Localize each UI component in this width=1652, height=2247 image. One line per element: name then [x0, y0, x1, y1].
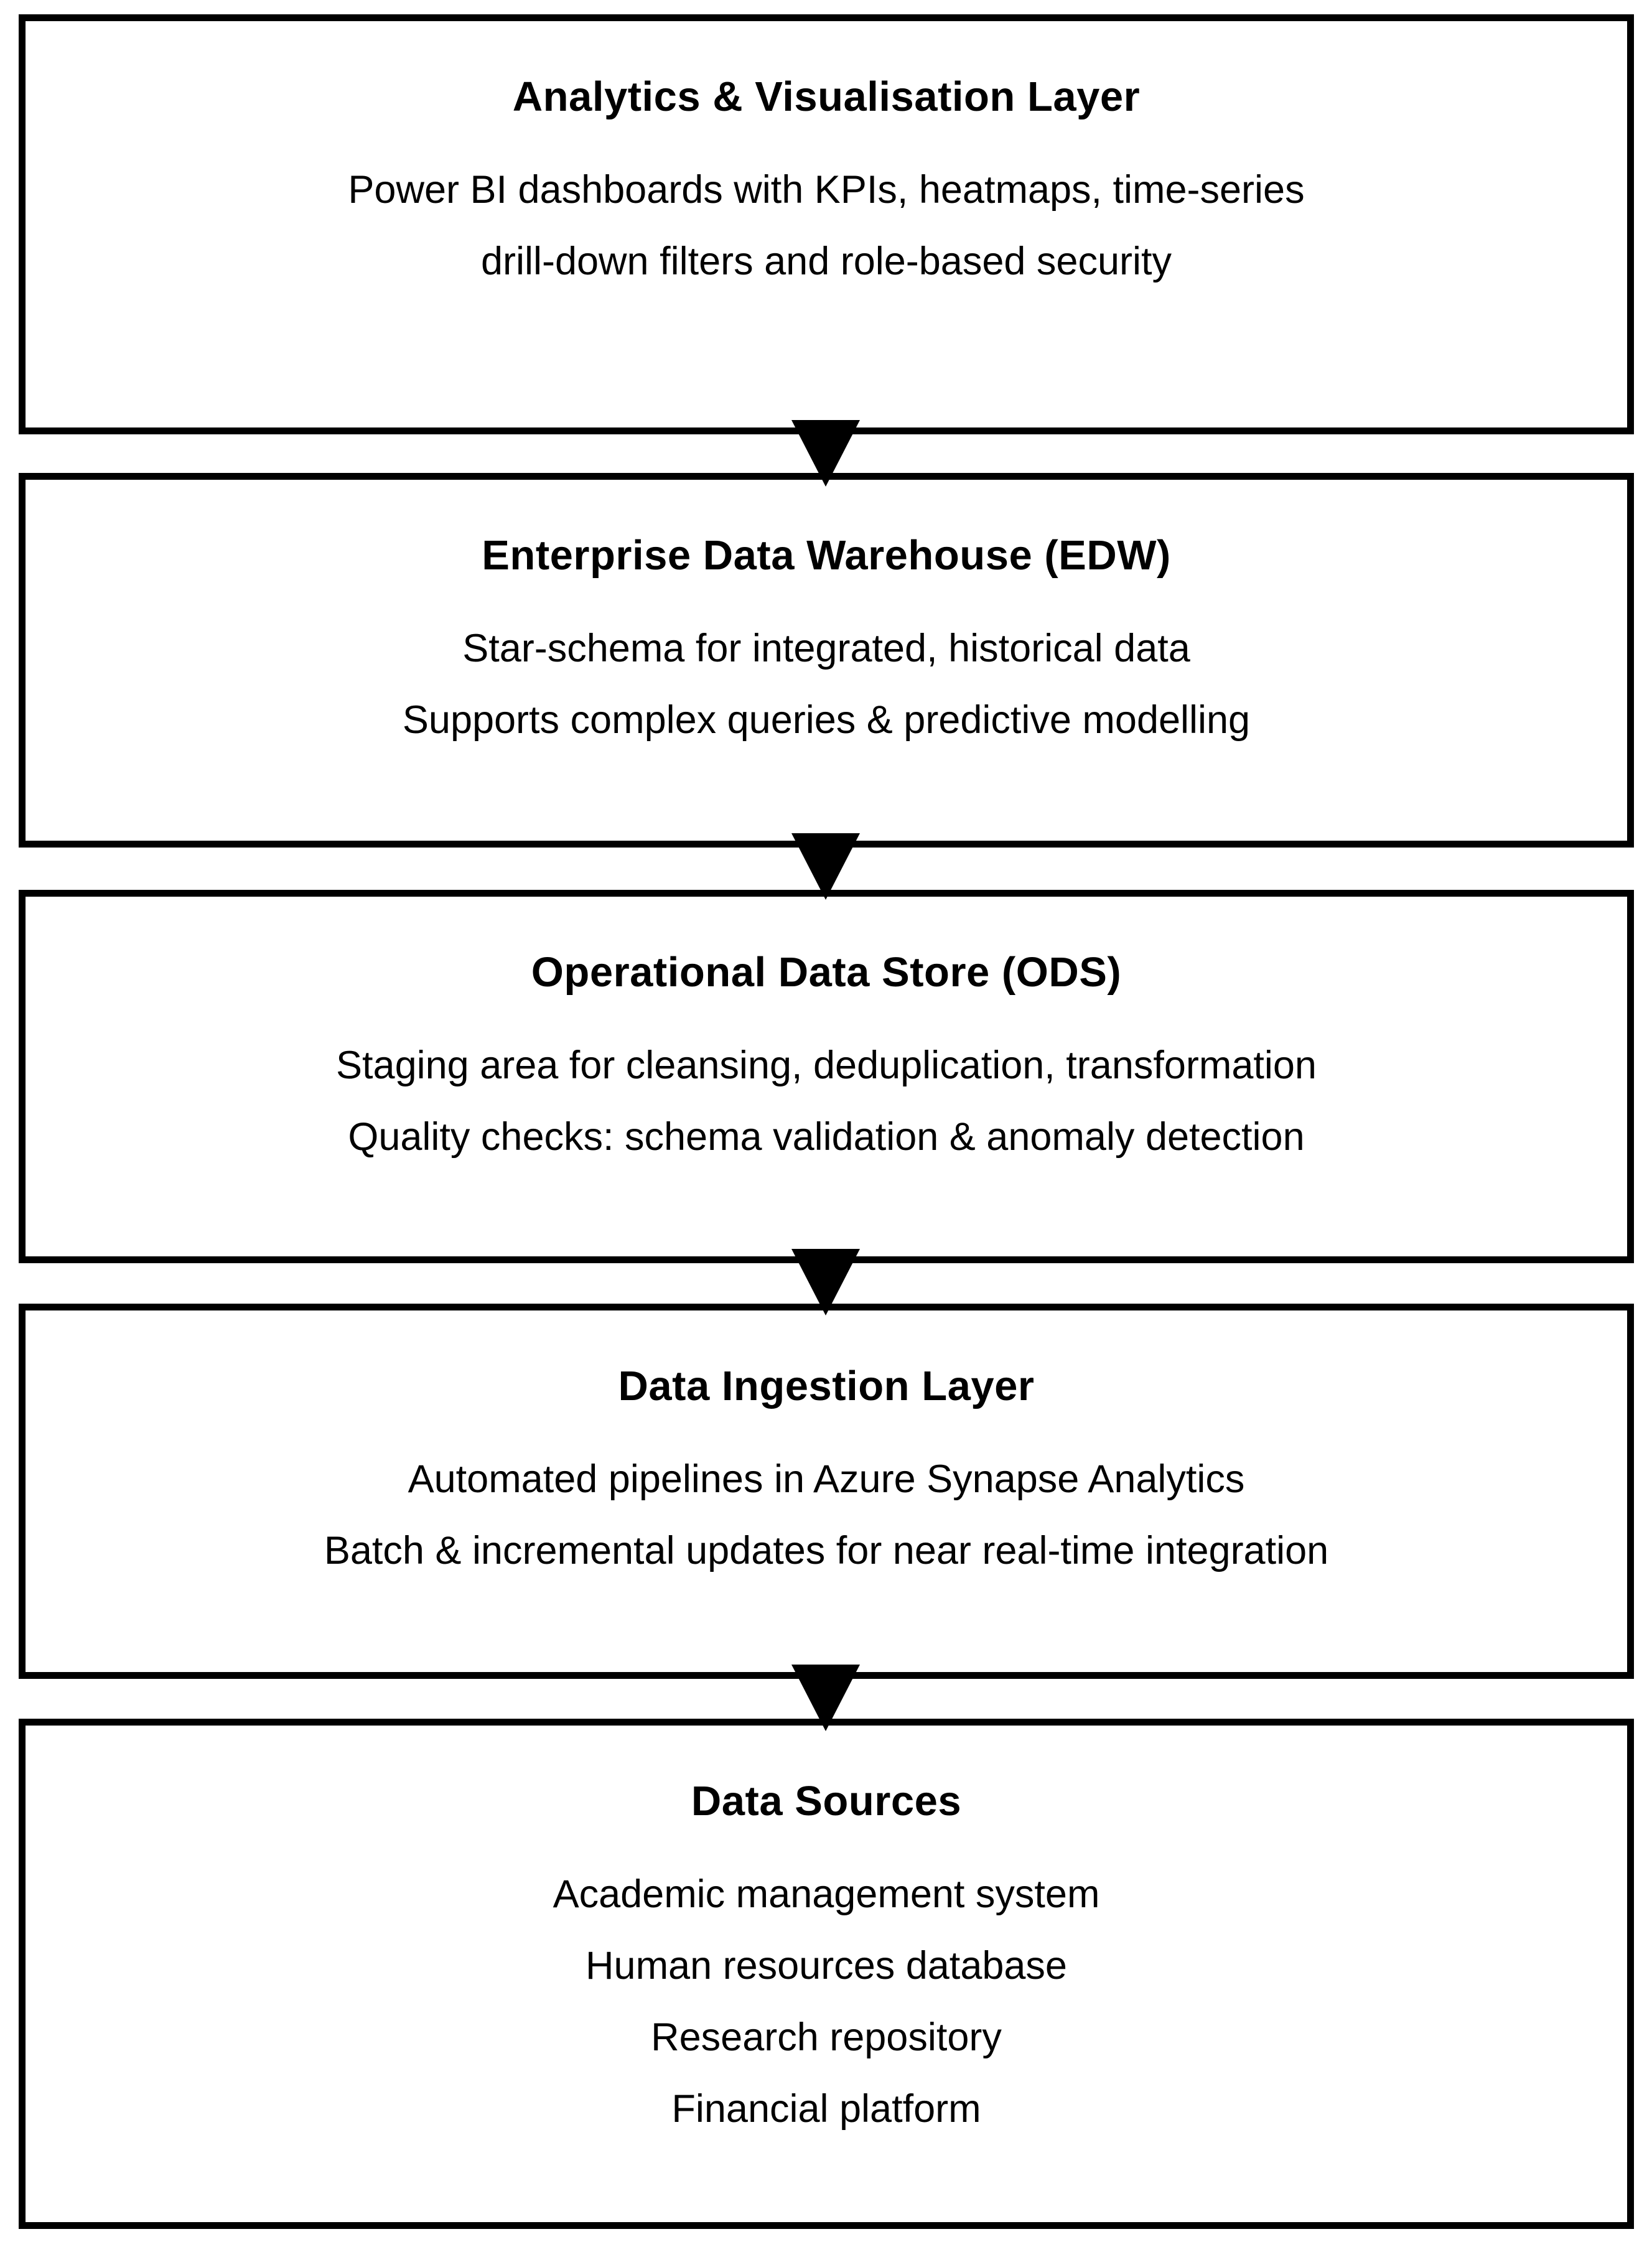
layer-description-line: Batch & incremental updates for near rea… [324, 1529, 1329, 1572]
layer-description-line: Staging area for cleansing, deduplicatio… [336, 1044, 1317, 1087]
layer-description-line: Supports complex queries & predictive mo… [402, 698, 1251, 742]
down-arrow-icon [791, 1249, 860, 1315]
layer-title: Data Sources [691, 1778, 962, 1824]
down-arrow-icon [791, 420, 860, 487]
layer-box-enterprise-data-warehouse: Enterprise Data Warehouse (EDW) Star-sch… [19, 473, 1634, 848]
layer-description-line: Financial platform [671, 2087, 981, 2131]
layer-title: Enterprise Data Warehouse (EDW) [482, 532, 1171, 579]
layer-box-data-ingestion: Data Ingestion Layer Automated pipelines… [19, 1304, 1634, 1679]
layer-title: Data Ingestion Layer [618, 1363, 1035, 1409]
layer-description-line: Human resources database [586, 1944, 1067, 1988]
layer-title: Analytics & Visualisation Layer [512, 73, 1141, 120]
layer-description-line: Star-schema for integrated, historical d… [462, 627, 1190, 670]
down-arrow-icon [791, 833, 860, 900]
layer-title: Operational Data Store (ODS) [531, 949, 1122, 996]
layer-box-operational-data-store: Operational Data Store (ODS) Staging are… [19, 890, 1634, 1263]
layer-box-data-sources: Data Sources Academic management system … [19, 1719, 1634, 2229]
layer-description-line: Automated pipelines in Azure Synapse Ana… [408, 1457, 1245, 1501]
layer-description-line: Research repository [651, 2016, 1002, 2059]
down-arrow-icon [791, 1665, 860, 1731]
layer-description-line: drill-down filters and role-based securi… [481, 240, 1172, 283]
layer-description-line: Power BI dashboards with KPIs, heatmaps,… [348, 168, 1305, 212]
layer-description-line: Academic management system [553, 1872, 1100, 1916]
layer-description-line: Quality checks: schema validation & anom… [348, 1115, 1305, 1159]
layer-box-analytics-visualisation: Analytics & Visualisation Layer Power BI… [19, 14, 1634, 434]
